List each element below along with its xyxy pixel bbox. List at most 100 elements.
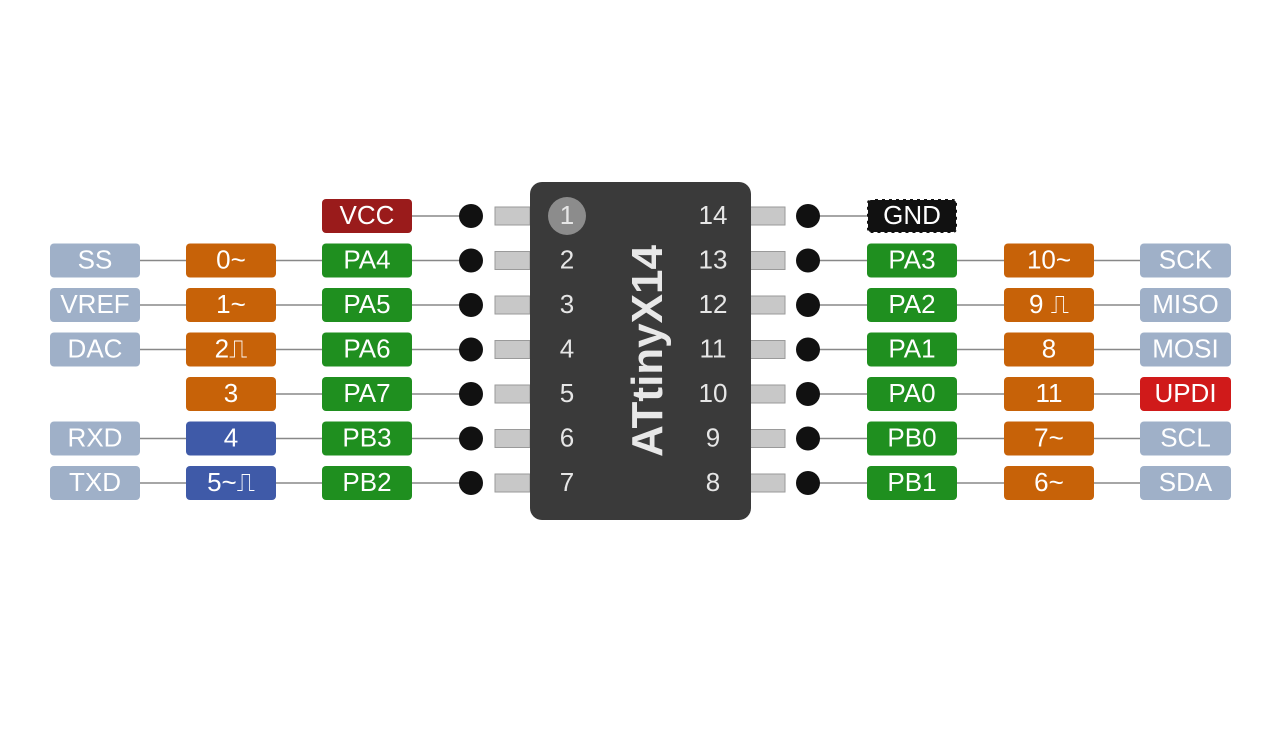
function-label-sck-text: SCK [1159,244,1213,274]
port-label-pa0: PA0 [867,377,957,411]
function-label-vref: VREF [50,288,140,322]
function-label-miso-box [1140,288,1231,322]
pin-number-4: 4 [560,333,574,363]
port-label-pa3: PA3 [867,243,957,278]
port-label-pa3-text: PA3 [888,244,935,274]
digital-label-pin-10-box [1004,377,1094,411]
function-label-miso-text: MISO [1152,289,1218,319]
digital-label-pin-3-box [186,288,276,322]
port-label-pa6-text: PA6 [343,333,390,363]
pin-dot-5 [459,382,483,406]
digital-label-pin-12: 9 ⎍ [1004,288,1094,322]
pin-dot-9 [796,426,820,451]
digital-label-pin-8: 6~ [1004,466,1094,500]
digital-label-pin-11: 8 [1004,332,1094,367]
pin-lead-8 [749,473,786,493]
port-label-pa4-box [322,243,412,278]
function-label-rxd-box [50,421,140,456]
port-label-pb3-text: PB3 [342,422,391,452]
labels-layer: VCCPA40~SSPA51~VREFPA62⎍DACPA73PB34RXDPB… [50,198,1231,500]
port-label-pa1-text: PA1 [888,333,935,363]
digital-label-pin-5-box [186,377,276,411]
port-label-pb2: PB2 [322,466,412,500]
function-label-sda-box [1140,466,1231,500]
function-label-miso: MISO [1140,288,1231,322]
digital-label-pin-13-text: 10~ [1027,244,1071,274]
port-label-pa7: PA7 [322,377,412,411]
port-label-gnd: GND [866,198,958,234]
function-label-scl-box [1140,421,1231,456]
pin-dot-13 [796,248,820,273]
digital-label-pin-8-text: 6~ [1034,467,1064,497]
digital-label-pin-6-box [186,421,276,456]
port-label-pb0-box [867,421,957,456]
pin-number-1: 1 [560,200,574,230]
digital-label-pin-6: 4 [186,421,276,456]
function-label-ss: SS [50,243,140,278]
pin-lead-13 [749,251,786,270]
digital-label-pin-4-box [186,332,276,367]
pin-dot-14 [796,204,820,228]
function-label-ss-text: SS [78,244,113,274]
pin-number-7: 7 [560,467,574,497]
port-label-vcc-box [322,199,412,233]
pin-number-11: 11 [700,333,727,363]
pin-number-14: 14 [699,200,728,230]
chip-name: ATtinyX14 [623,245,672,457]
port-label-pa0-text: PA0 [888,378,935,408]
function-label-updi: UPDI [1140,377,1231,411]
digital-label-pin-9: 7~ [1004,421,1094,456]
function-label-sda-text: SDA [1159,467,1213,497]
pin-lead-2 [494,251,531,270]
digital-label-pin-5-text: 3 [224,378,238,408]
port-label-pb0-text: PB0 [887,422,936,452]
digital-label-pin-7-box [186,466,276,500]
pin-number-12: 12 [699,289,728,319]
port-label-pa0-box [867,377,957,411]
function-label-txd: TXD [50,466,140,500]
digital-label-pin-3-text: 1~ [216,289,246,319]
function-label-sda: SDA [1140,466,1231,500]
port-label-pa2-text: PA2 [888,289,935,319]
port-label-pa6: PA6 [322,332,412,367]
pin-lead-7 [494,473,531,493]
port-label-pa4: PA4 [322,243,412,278]
function-label-sck-box [1140,243,1231,278]
pin-number-8: 8 [706,467,720,497]
port-label-pb0: PB0 [867,421,957,456]
function-label-txd-box [50,466,140,500]
function-label-ss-box [50,243,140,278]
port-label-gnd-box [866,198,958,234]
digital-label-pin-13-box [1004,243,1094,278]
wires-layer [140,215,1140,484]
function-label-dac-text: DAC [68,333,123,363]
pin-lead-9 [749,429,786,448]
port-label-pb2-box [322,466,412,500]
port-label-vcc: VCC [322,199,412,233]
pin-dot-2 [459,248,483,273]
digital-label-pin-3: 1~ [186,288,276,322]
function-label-scl: SCL [1140,421,1231,456]
port-label-gnd-text: GND [883,200,941,230]
function-label-mosi-box [1140,332,1231,367]
pin-dot-6 [459,426,483,451]
digital-label-pin-4: 2⎍ [186,332,276,367]
digital-label-pin-4-text: 2⎍ [215,333,248,363]
port-label-pb1-text: PB1 [887,467,936,497]
port-label-pa7-text: PA7 [343,378,390,408]
digital-label-pin-2-text: 0~ [216,244,246,274]
digital-label-pin-5: 3 [186,377,276,411]
digital-label-pin-2-box [186,243,276,278]
pin-number-3: 3 [560,289,574,319]
pin-lead-12 [749,295,786,315]
pin-dot-1 [459,204,483,228]
port-label-pa2: PA2 [867,288,957,322]
pin-number-10: 10 [699,378,728,408]
digital-label-pin-10-text: 11 [1036,378,1063,408]
pin-dot-10 [796,382,820,406]
port-label-pb2-text: PB2 [342,467,391,497]
function-label-sck: SCK [1140,243,1231,278]
pin-lead-4 [494,340,531,359]
port-label-pb3: PB3 [322,421,412,456]
